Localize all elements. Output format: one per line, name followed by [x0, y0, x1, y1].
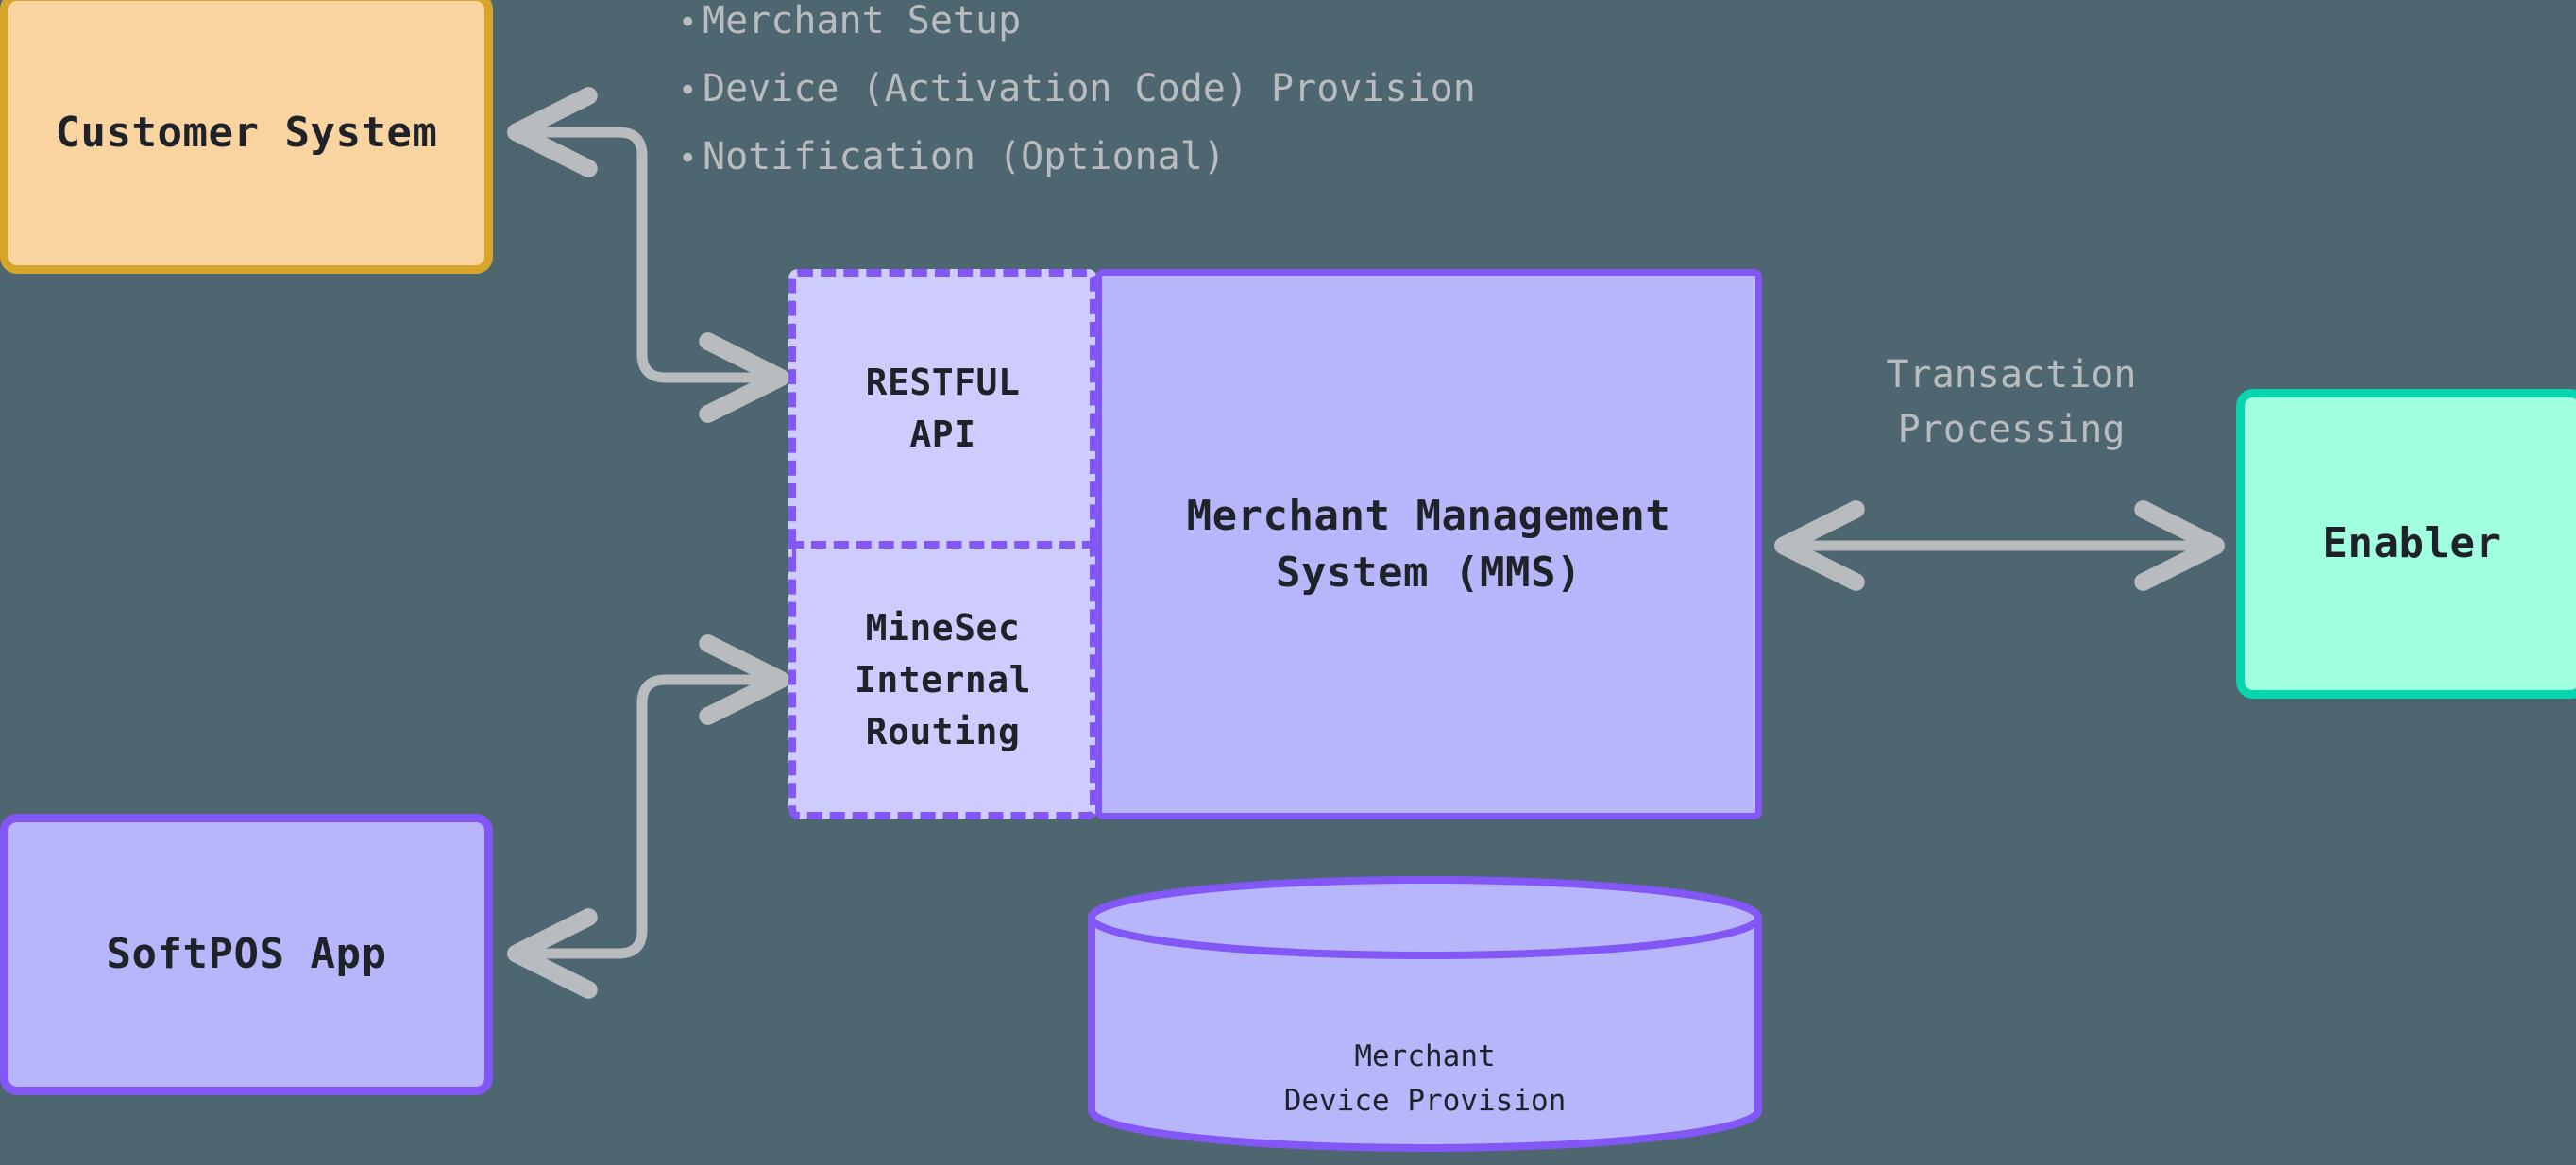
node-database-merchant-device-provision[interactable]: Merchant Device Provision: [1088, 876, 1762, 1152]
list-item: • Device (Activation Code) Provision: [678, 70, 1717, 138]
connector-softpos-to-routing: [507, 634, 789, 999]
annotation-text: Device (Activation Code) Provision: [703, 67, 1476, 110]
list-item: • Notification (Optional): [678, 138, 1717, 206]
bullet-icon: •: [678, 140, 698, 177]
annotation-text: Merchant Setup: [703, 0, 1022, 42]
cylinder-shape: [1088, 876, 1762, 1152]
annotation-bullet-list: • Merchant Setup • Device (Activation Co…: [678, 2, 1717, 206]
bullet-icon: •: [678, 72, 698, 110]
annotation-text: Notification (Optional): [703, 135, 1226, 178]
node-softpos-app[interactable]: SoftPOS App: [0, 814, 493, 1095]
node-restful-api[interactable]: RESTFUL API: [788, 269, 1097, 549]
node-customer-system[interactable]: Customer System: [0, 0, 493, 274]
node-minesec-internal-routing[interactable]: MineSec Internal Routing: [788, 549, 1097, 819]
node-merchant-management-system[interactable]: Merchant Management System (MMS): [1095, 269, 1762, 819]
api-routing-column: RESTFUL API MineSec Internal Routing: [788, 269, 1097, 819]
edge-label-transaction-processing: Transaction Processing: [1886, 353, 2137, 451]
database-label: Merchant Device Provision: [1283, 1039, 1567, 1118]
node-enabler[interactable]: Enabler: [2236, 389, 2576, 699]
list-item: • Merchant Setup: [678, 2, 1717, 70]
bullet-icon: •: [678, 4, 698, 42]
